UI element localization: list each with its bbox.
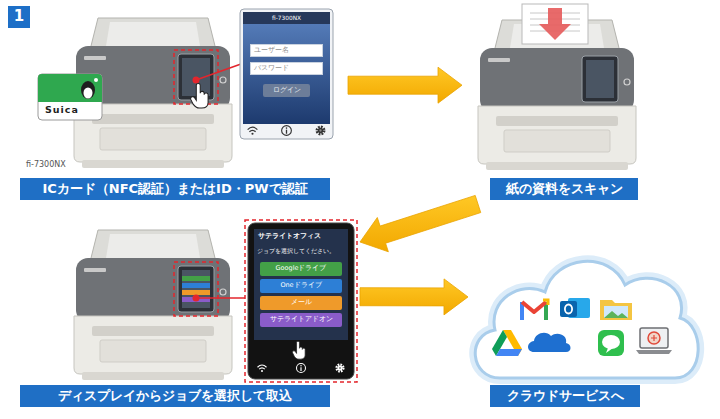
button-label: サテライトアドオン <box>270 316 333 323</box>
step-banner: 紙の資料をスキャン <box>490 178 638 200</box>
step-group: ディスプレイからジョブを選択して取込 サテライトオフィスジョブを選択してください。… <box>18 218 360 410</box>
hand-pointer <box>191 84 208 109</box>
zoom-frame <box>245 220 357 382</box>
wifi-icon <box>248 127 258 135</box>
field-placeholder: ユーザー名 <box>254 47 289 54</box>
gmail-back <box>520 300 548 320</box>
step-banner: クラウドサービスへ <box>490 385 640 407</box>
phone-frame <box>240 9 333 139</box>
input-field: ユーザー名 <box>250 44 323 57</box>
laptop-base <box>636 350 672 354</box>
block-arrow <box>348 67 462 103</box>
penguin-belly <box>84 88 93 99</box>
zoom-line <box>196 297 245 299</box>
step-number: 1 <box>8 6 30 28</box>
zoom-frame <box>174 262 218 316</box>
button-label: Googleドライブ <box>276 265 327 272</box>
block-arrow <box>360 279 468 315</box>
drive-blue <box>496 349 522 356</box>
cloud <box>475 261 698 378</box>
button-label: ログイン <box>273 87 301 94</box>
touch-dot <box>193 77 200 84</box>
job-screen: サテライトオフィスジョブを選択してください。 Googleドライブ Oneドライブメ… <box>254 229 348 340</box>
folder-hills <box>604 311 628 318</box>
step-banner: ICカード（NFC認証）またはID・PWで認証 <box>20 178 330 200</box>
job-button: サテライトアドオン <box>260 313 342 327</box>
gmail-corner <box>543 300 548 305</box>
folder <box>600 300 632 320</box>
button-label: メール <box>291 299 312 306</box>
chat-back <box>598 330 624 356</box>
button-label: Oneドライブ <box>280 282 321 289</box>
block-arrow <box>360 195 481 251</box>
outlook-ring <box>565 305 572 314</box>
penguin <box>81 81 95 99</box>
card-body <box>38 74 102 120</box>
gear-icon <box>317 127 324 134</box>
login-screen: fi-7300NX ユーザー名パスワードログイン <box>243 12 330 124</box>
ic-card <box>38 74 102 120</box>
model-name: fi-7300NX <box>26 160 66 169</box>
job-button: メール <box>260 296 342 310</box>
paper-sheet <box>522 4 588 44</box>
mini-button <box>182 290 210 295</box>
login-button: ログイン <box>263 84 310 97</box>
paper <box>522 4 588 44</box>
step-group: 紙の資料をスキャン <box>462 6 650 204</box>
onedrive-cloud <box>528 333 571 352</box>
cloud-outline <box>475 261 698 378</box>
card-mark <box>94 78 98 82</box>
laptop-icon <box>636 328 672 354</box>
outlook-front <box>560 301 577 317</box>
field-placeholder: パスワード <box>254 65 289 72</box>
folder-picture <box>604 306 628 318</box>
hand-pointer <box>292 341 305 359</box>
chat-bubble <box>602 335 620 349</box>
laptop-badge-mark <box>651 335 657 341</box>
zoom-line <box>196 64 241 80</box>
screen-bezel <box>248 223 354 379</box>
wifi-icon <box>258 365 267 372</box>
info-icon <box>297 364 306 373</box>
card-green <box>38 74 102 102</box>
screen-instruction: ジョブを選択してください。 <box>257 247 335 254</box>
job-button: Oneドライブ <box>260 279 342 293</box>
chat-tail <box>606 348 613 353</box>
scanner-image <box>74 230 232 380</box>
touch-dot <box>193 295 200 302</box>
laptop-badge <box>648 332 660 344</box>
gear-icon <box>337 365 344 372</box>
mini-button <box>182 276 210 281</box>
outlook-icon <box>560 298 590 318</box>
screen-title: サテライトオフィス <box>258 233 321 240</box>
onedrive-icon <box>528 333 571 352</box>
chat-icon <box>598 330 624 356</box>
job-button: Googleドライブ <box>260 262 342 276</box>
cloud-glow <box>475 261 698 378</box>
card-name: Suica <box>45 105 79 116</box>
step-banner: ディスプレイからジョブを選択して取込 <box>20 385 330 407</box>
drive-icon <box>492 330 522 356</box>
gmail-v <box>522 302 546 312</box>
gmail-icon <box>520 300 548 320</box>
folder-icon <box>600 300 632 320</box>
input-field: パスワード <box>250 62 323 75</box>
info-icon <box>282 126 292 136</box>
mini-button <box>182 283 210 288</box>
screen-title: fi-7300NX <box>243 12 330 24</box>
feed-arrow <box>539 8 571 40</box>
step-group: クラウドサービスへ <box>468 240 706 410</box>
laptop-screen <box>640 328 668 348</box>
